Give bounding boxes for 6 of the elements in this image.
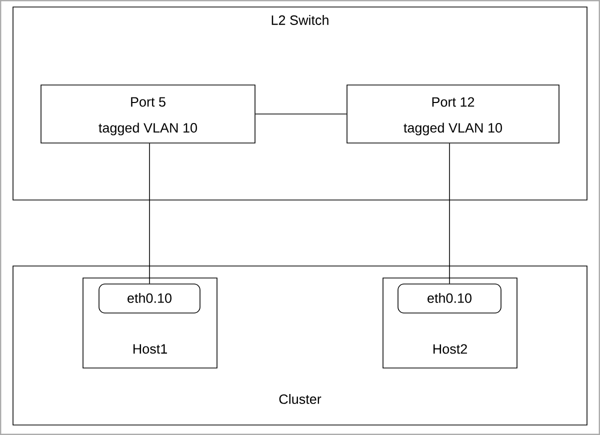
interface-box: eth0.10: [398, 284, 502, 314]
interface-box: eth0.10: [98, 284, 200, 314]
port-box: Port 5 tagged VLAN 10: [40, 84, 256, 144]
connector-line: [149, 142, 150, 284]
port-box: Port 12 tagged VLAN 10: [346, 84, 560, 144]
connector-line: [449, 142, 450, 284]
